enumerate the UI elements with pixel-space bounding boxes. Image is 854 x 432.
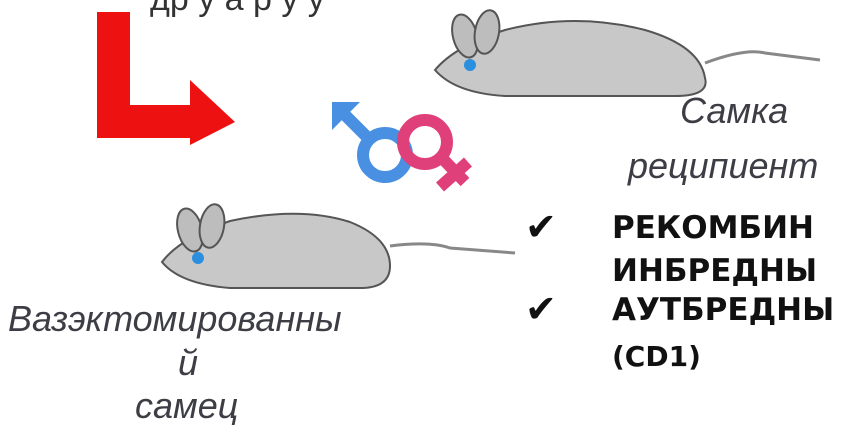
check-mark-1: ✔ (525, 205, 557, 249)
female-symbol (403, 120, 468, 187)
male-mouse (150, 196, 520, 296)
check-item-2-line-2: (CD1) (612, 340, 701, 373)
check-mark-2: ✔ (525, 287, 557, 331)
male-female-symbols (330, 100, 480, 205)
female-label-line-1: Самка (680, 90, 788, 132)
red-bent-arrow (95, 10, 240, 145)
male-label-line-3: самец (135, 385, 238, 427)
male-label-line-2: й (178, 342, 198, 384)
female-label-line-2: реципиент (628, 145, 818, 187)
check-item-1-line-1: РЕКОМБИН (612, 210, 814, 246)
check-item-1-line-2: ИНБРЕДНЫ (612, 253, 817, 289)
male-symbol (332, 102, 407, 177)
check-item-2-line-1: АУТБРЕДНЫ (612, 292, 834, 328)
male-label-line-1: Вазэктомированны (8, 298, 342, 340)
